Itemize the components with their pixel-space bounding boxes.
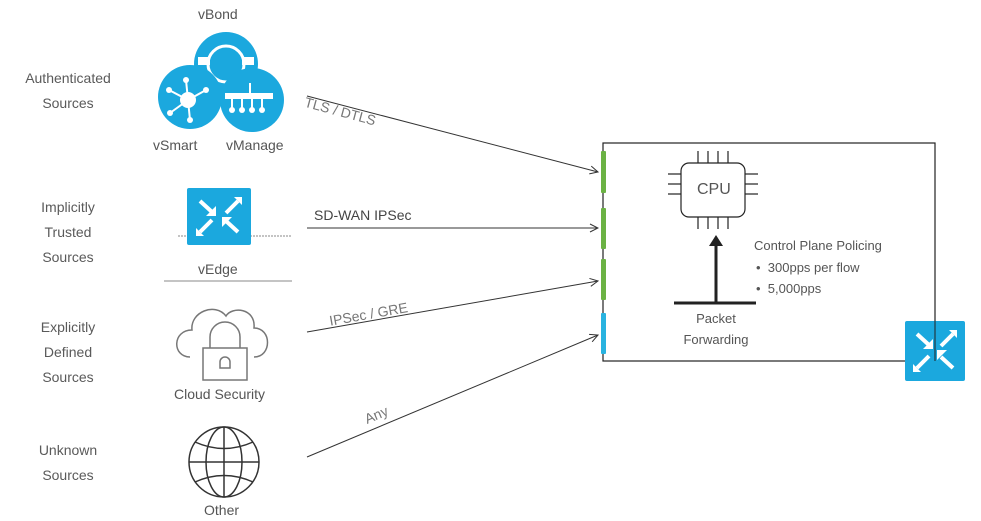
vsmart-label: vSmart — [153, 137, 198, 153]
cpu-label: CPU — [697, 181, 731, 198]
category-line: Trusted — [44, 224, 92, 240]
connection-any — [306, 335, 598, 458]
category-line: Unknown — [38, 442, 98, 458]
port-ipsec — [601, 208, 606, 249]
forwarding-arrow — [674, 235, 756, 305]
port-any — [601, 313, 606, 354]
sdwan-label: SD-WAN IPSec — [314, 207, 412, 223]
port-gre — [601, 259, 606, 300]
vmanage-label: vManage — [226, 137, 284, 153]
cloud-security-icon — [176, 308, 269, 381]
vbond-label: vBond — [198, 6, 238, 22]
policy-item: • 300pps per flow — [756, 260, 860, 275]
category-authenticated: Authenticated Sources — [3, 66, 133, 116]
category-line: Implicitly — [41, 199, 95, 215]
category-implicitly-trusted: Implicitly Trusted Sources — [3, 195, 133, 270]
vedge-router-icon — [164, 188, 292, 282]
packet-forwarding-label: Packet Forwarding — [668, 308, 764, 350]
cloud-security-label: Cloud Security — [174, 386, 266, 402]
port-tls — [601, 151, 606, 193]
globe-icon — [188, 426, 260, 498]
category-explicitly-defined: Explicitly Defined Sources — [3, 315, 133, 390]
category-line: Sources — [42, 249, 94, 265]
category-line: Sources — [42, 95, 94, 111]
forwarding-line: Packet — [696, 311, 736, 326]
category-line: Sources — [42, 467, 94, 483]
category-line: Defined — [43, 344, 93, 360]
cpu-chip-icon — [668, 151, 758, 229]
vsmart-icon — [158, 65, 222, 129]
policy-item: • 5,000pps — [756, 281, 822, 296]
category-line: Sources — [42, 369, 94, 385]
vmanage-icon — [220, 68, 284, 132]
vedge-label: vEdge — [198, 261, 238, 277]
category-unknown: Unknown Sources — [3, 438, 133, 488]
policy-item-text: 300pps per flow — [767, 260, 860, 275]
connection-gre — [306, 281, 598, 333]
connection-tls — [306, 95, 598, 172]
category-line: Explicitly — [40, 319, 96, 335]
policy-item-text: 5,000pps — [767, 281, 822, 296]
router-icon — [905, 321, 965, 381]
router-box — [602, 142, 936, 362]
forwarding-line: Forwarding — [683, 332, 749, 347]
category-line: Authenticated — [25, 70, 111, 86]
policy-title: Control Plane Policing — [754, 238, 882, 253]
other-label: Other — [204, 502, 240, 518]
